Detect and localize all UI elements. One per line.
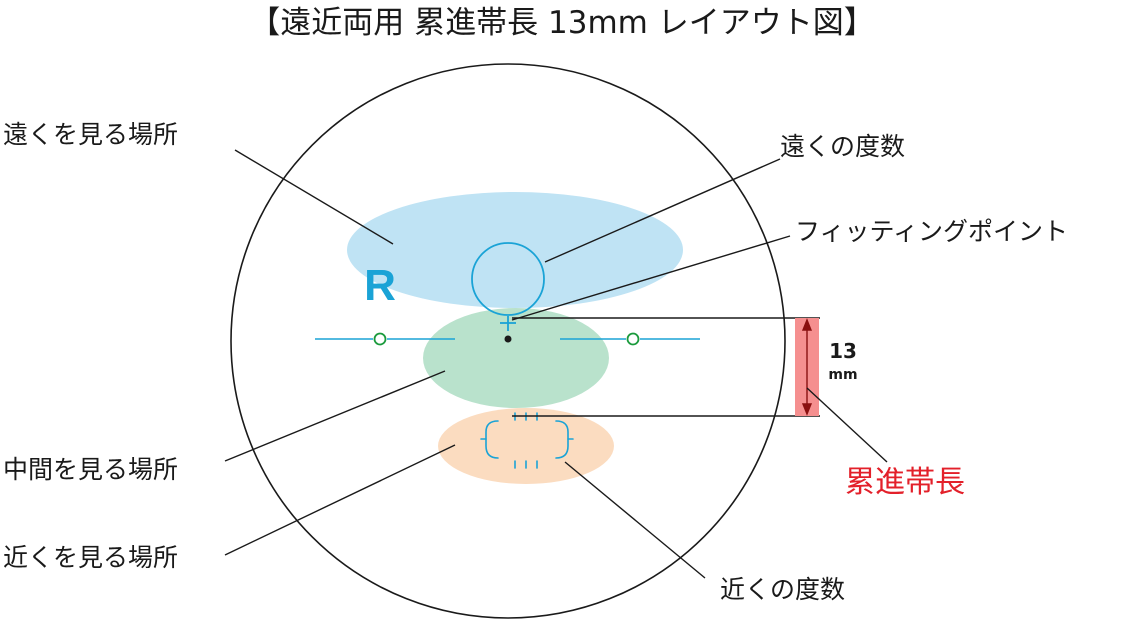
- label-far-area: 遠くを見る場所: [3, 120, 178, 149]
- middle-zone: [423, 308, 609, 408]
- label-near-area: 近くを見る場所: [3, 543, 178, 572]
- label-near-power: 近くの度数: [720, 575, 845, 604]
- leader-far-power: [544, 158, 781, 263]
- label-far-power: 遠くの度数: [780, 132, 905, 161]
- horizontal-marker-right: [626, 332, 640, 346]
- fitting-point-cross: [500, 316, 516, 331]
- leader-fitting-point: [511, 235, 791, 321]
- horizontal-marker-left: [373, 332, 387, 346]
- leader-middle-area: [224, 370, 446, 462]
- corridor-length-value: 13: [829, 339, 857, 363]
- leader-far-area: [234, 149, 394, 245]
- near-zone: [438, 408, 614, 484]
- far-zone: [347, 192, 683, 308]
- corridor-length-unit: mm: [828, 367, 857, 383]
- leader-corridor-length: [806, 387, 888, 463]
- leader-near-area: [224, 444, 456, 556]
- diagram-title: 【遠近両用 累進帯長 13mm レイアウト図】: [249, 5, 874, 41]
- far-power-circle: [471, 242, 545, 316]
- leader-lines: [224, 149, 888, 579]
- leader-near-power: [564, 461, 706, 579]
- label-middle-area: 中間を見る場所: [3, 455, 178, 484]
- label-corridor-length: 累進帯長: [845, 465, 965, 500]
- label-fitting-point: フィッティングポイント: [795, 217, 1068, 246]
- corridor-reference-lines: [512, 317, 820, 417]
- corridor-length-arrow: [801, 318, 813, 416]
- lens-outline: [230, 63, 786, 619]
- lens-side-mark: R: [364, 261, 396, 310]
- prism-reference-dot: [504, 335, 512, 343]
